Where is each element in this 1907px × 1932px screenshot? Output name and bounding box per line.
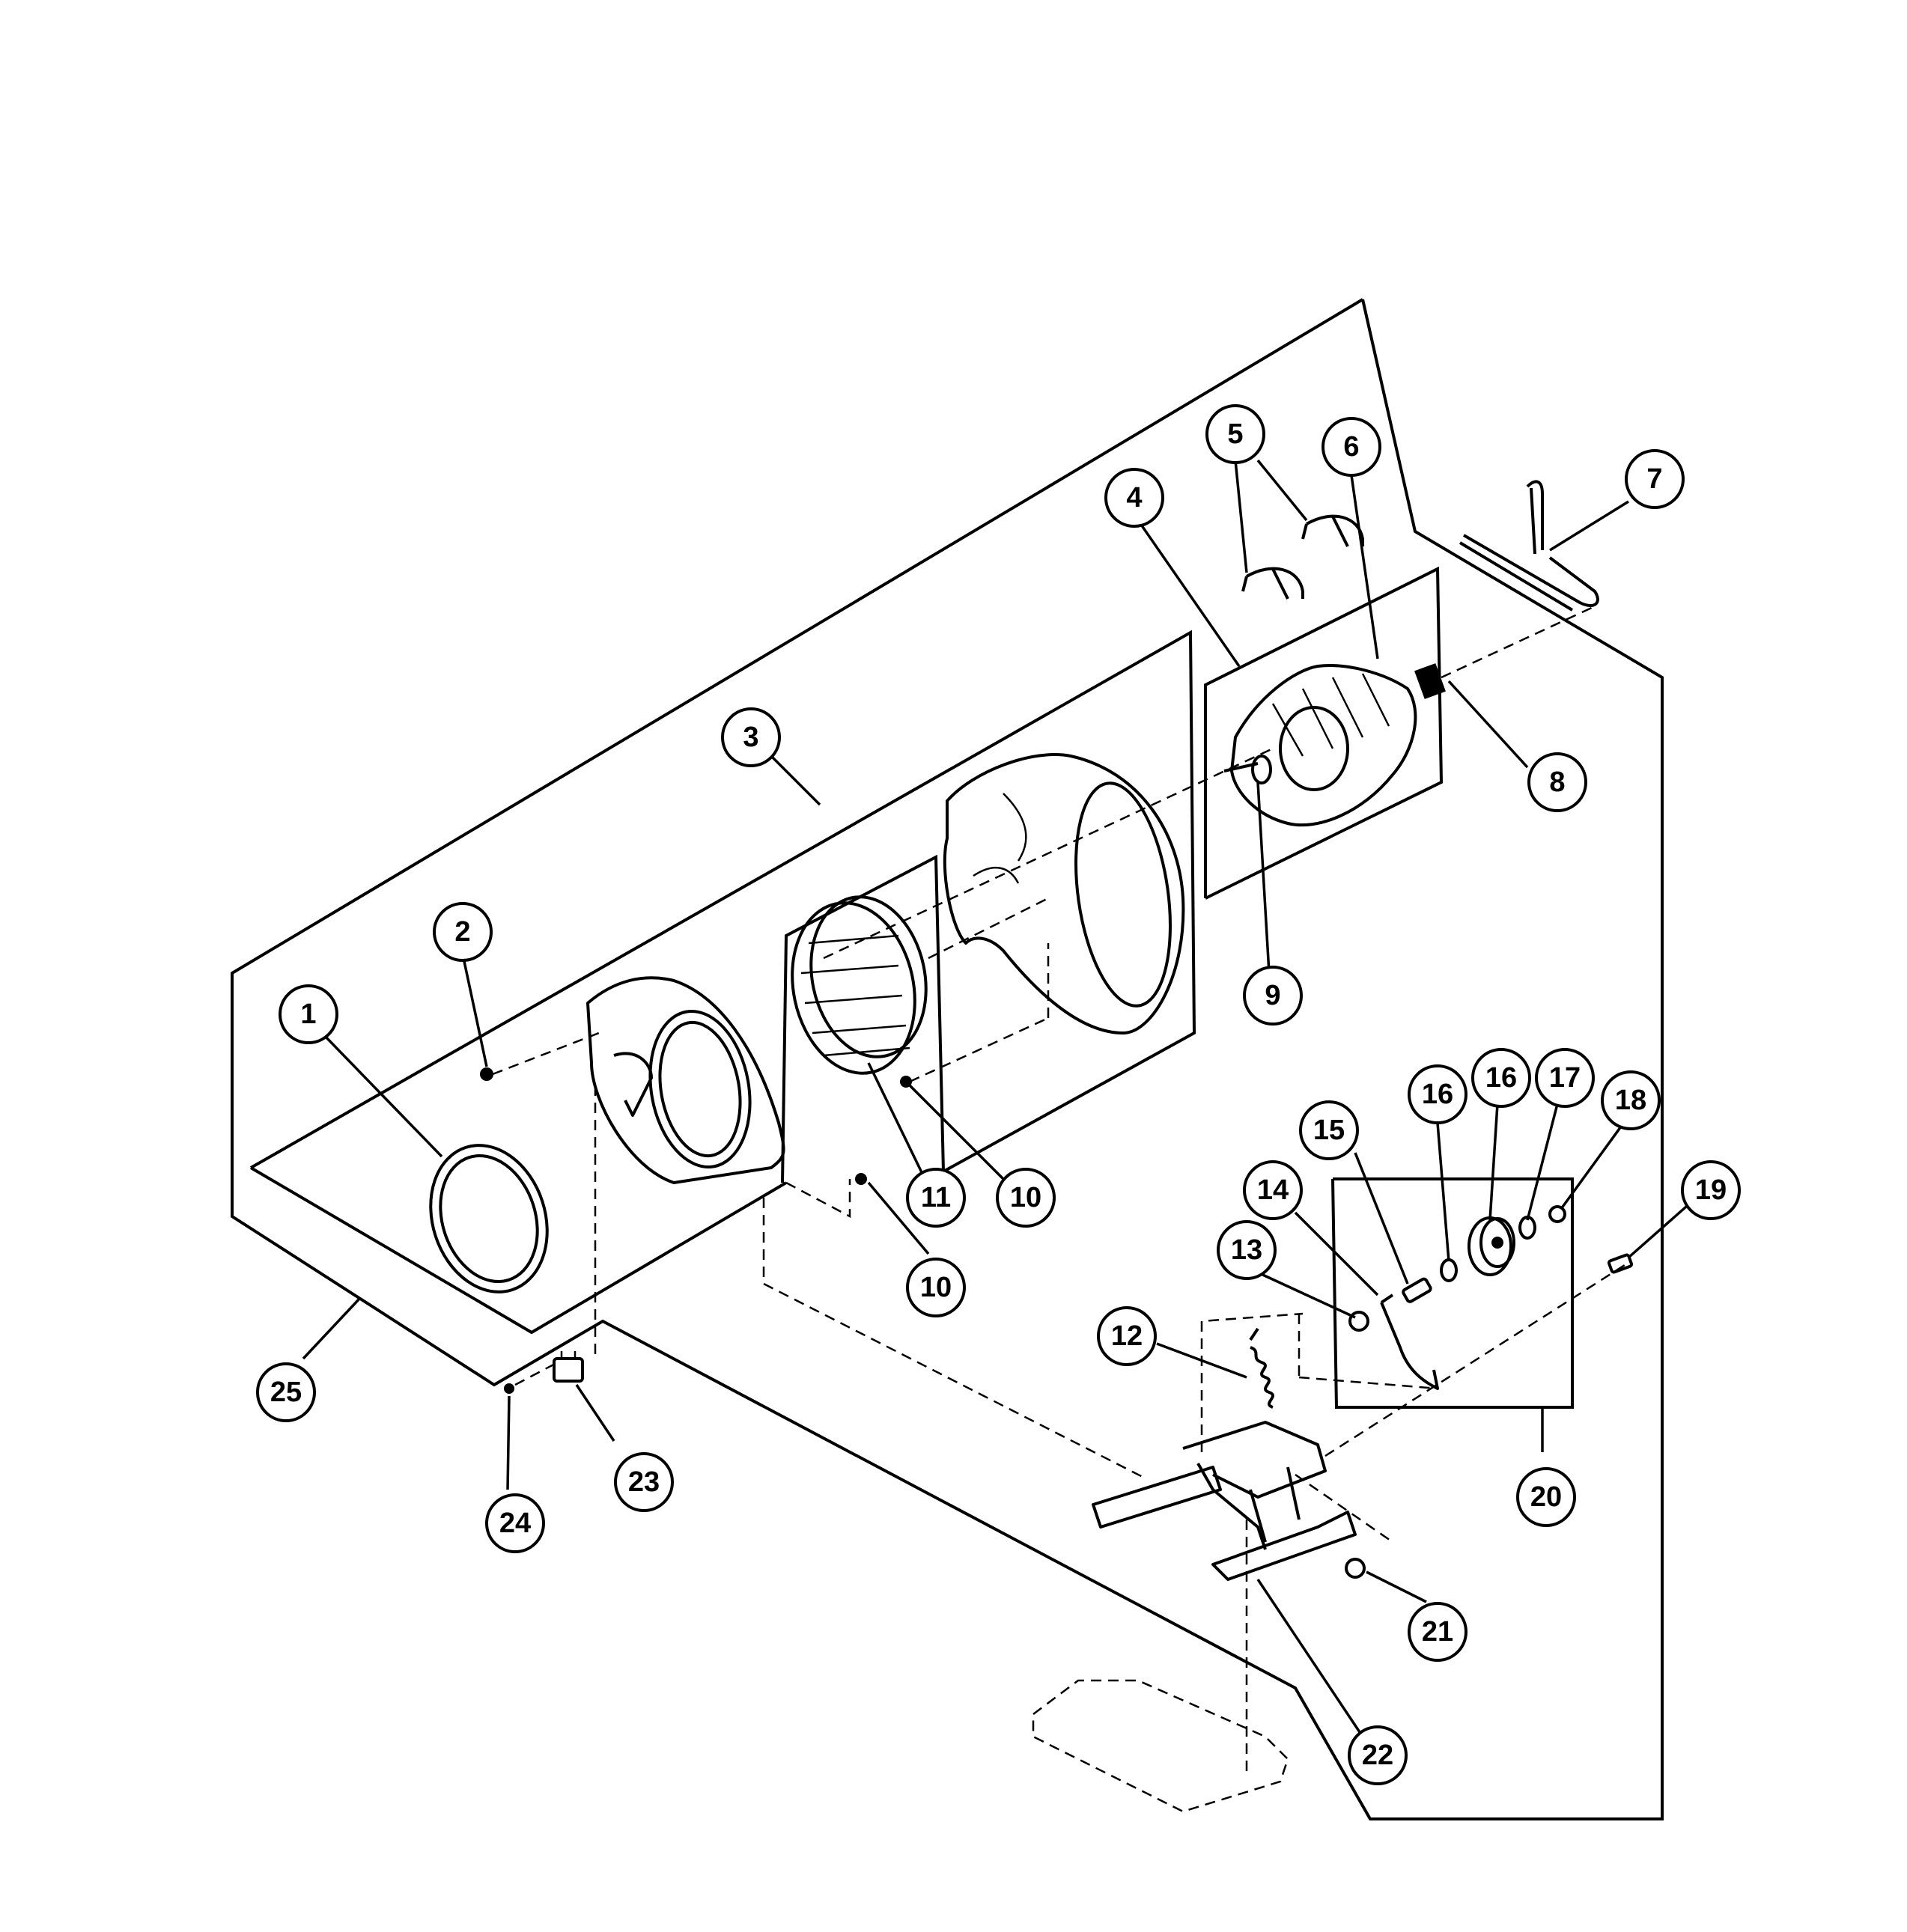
callout-9: 9 [1243, 966, 1303, 1026]
callout-2: 2 [433, 902, 493, 962]
seal-ring-part [429, 1144, 549, 1293]
callout-13: 13 [1217, 1220, 1277, 1280]
callout-23: 23 [614, 1452, 674, 1512]
idler-arm-part-14 [1380, 1293, 1439, 1390]
front-panel-frame [250, 1061, 435, 1169]
screw-part-24 [504, 1383, 514, 1394]
callout-17: 16 [1471, 1048, 1531, 1108]
callout-label: 7 [1646, 463, 1662, 495]
callout-4: 4 [1104, 468, 1164, 528]
callout-25: 25 [256, 1362, 316, 1422]
callout-label: 14 [1257, 1174, 1289, 1206]
callout-label: 5 [1227, 418, 1243, 450]
callout-label: 16 [1422, 1079, 1453, 1110]
callout-label: 10 [920, 1272, 952, 1303]
callout-1: 1 [279, 984, 338, 1044]
callout-label: 8 [1549, 767, 1565, 798]
motor-frame [1204, 566, 1444, 900]
callout-label: 16 [1485, 1062, 1517, 1094]
callout-label: 24 [499, 1508, 531, 1539]
callout-label: 4 [1126, 482, 1142, 514]
callout-16a: 16 [1408, 1064, 1467, 1124]
callout-18: 18 [1601, 1070, 1661, 1130]
idler-frame [1331, 1177, 1574, 1409]
callout-label: 19 [1695, 1174, 1727, 1206]
assembly-outline-25 [231, 298, 1664, 1820]
assembly-dashed-lines [492, 605, 1625, 1774]
callout-5: 5 [1205, 404, 1265, 464]
callout-label: 18 [1615, 1085, 1646, 1116]
drive-belt-part [1459, 480, 1599, 612]
callout-label: 10 [1010, 1182, 1041, 1213]
idler-pulley-part-17 [1467, 1216, 1515, 1276]
callout-22: 22 [1348, 1725, 1408, 1785]
screw-part-19 [1607, 1253, 1634, 1274]
callout-3: 3 [721, 707, 781, 767]
callout-label: 2 [454, 916, 470, 948]
callout-20: 20 [1516, 1467, 1576, 1527]
blower-wheel-part [791, 895, 928, 1075]
callout-7: 7 [1625, 449, 1685, 509]
idler-shaft-part-15 [1402, 1277, 1432, 1303]
nut-part-13 [1348, 1311, 1369, 1332]
motor-clamp-part-b [1301, 514, 1364, 547]
front-panel-lower [249, 1166, 788, 1335]
blower-front-plate [586, 976, 785, 1184]
screw-part-10b [855, 1173, 867, 1185]
callout-24: 24 [485, 1493, 545, 1553]
callout-label: 12 [1111, 1320, 1143, 1352]
motor-mount-part-22 [1092, 1421, 1357, 1581]
callout-label: 1 [300, 999, 316, 1030]
callout-21: 21 [1408, 1602, 1467, 1662]
drive-motor-part [1230, 663, 1446, 827]
thermostat-part [553, 1351, 584, 1383]
callout-11: 11 [906, 1168, 966, 1228]
callout-label: 6 [1343, 431, 1359, 463]
callout-label: 13 [1231, 1234, 1262, 1266]
callout-16b: 17 [1535, 1048, 1595, 1108]
callout-label: 23 [628, 1466, 660, 1498]
callout-19: 19 [1681, 1160, 1741, 1220]
screw-part-10a [900, 1076, 912, 1088]
callout-15: 15 [1299, 1100, 1359, 1160]
nut-part-21 [1345, 1558, 1366, 1579]
callout-label: 11 [921, 1182, 951, 1213]
callout-label: 20 [1530, 1481, 1562, 1513]
callout-10b: 10 [906, 1258, 966, 1317]
callout-label: 15 [1313, 1115, 1345, 1146]
blower-rear-housing [943, 753, 1185, 1034]
callout-6: 6 [1321, 417, 1381, 477]
washer-part-16b [1518, 1216, 1536, 1240]
screw-part-2 [480, 1067, 493, 1081]
callout-label: 17 [1549, 1062, 1581, 1094]
nut-part-18 [1548, 1205, 1566, 1223]
callout-10a: 10 [996, 1168, 1056, 1228]
callout-label: 22 [1362, 1740, 1393, 1771]
base-reference-outline [1032, 1679, 1289, 1813]
callout-label: 3 [743, 722, 758, 753]
callout-label: 21 [1422, 1616, 1453, 1648]
callout-8: 8 [1527, 752, 1587, 812]
callout-label: 9 [1265, 980, 1280, 1011]
callout-14: 14 [1243, 1160, 1303, 1220]
idler-spring-part [1249, 1327, 1274, 1409]
leader-lines [302, 459, 1694, 1737]
callout-label: 25 [270, 1377, 302, 1408]
washer-part-16a [1440, 1258, 1458, 1282]
motor-clamp-part-a [1241, 567, 1304, 600]
motor-shaft-part [1223, 755, 1272, 784]
callout-12: 12 [1097, 1306, 1157, 1366]
